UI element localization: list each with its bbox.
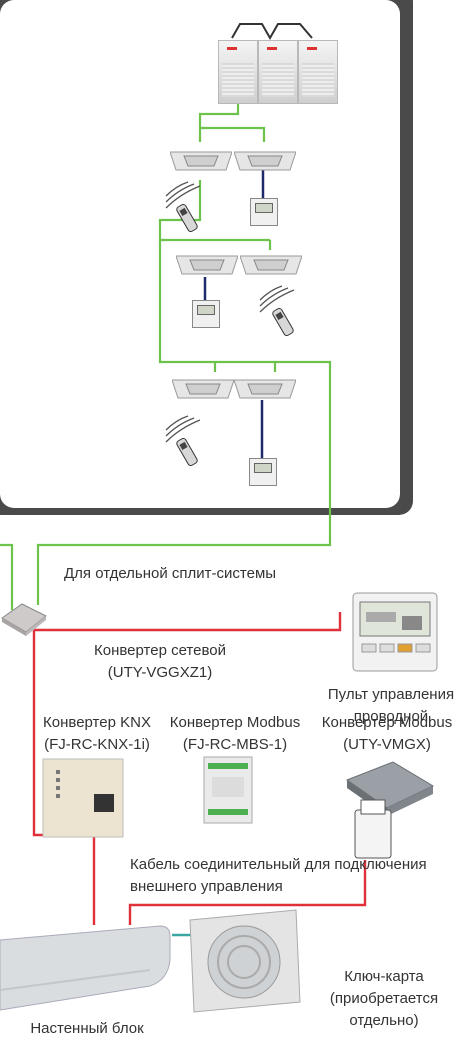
modbus-converter-1-name: Конвертер Modbus: [169, 714, 301, 731]
network-converter-label: Конвертер сетевой (UTY-VGGXZ1): [64, 640, 256, 684]
cassette-unit-icon: [240, 255, 302, 275]
wall-unit-icon: [0, 925, 171, 1011]
cable-label: Кабель соединительный для подключения вн…: [130, 854, 427, 898]
key-card-label-line3: отдельно): [349, 1012, 419, 1029]
cassette-unit-icon: [172, 379, 234, 399]
left-green-wire: [0, 543, 14, 610]
outdoor-link-wire: [231, 23, 313, 41]
cable-label-line2: внешнего управления: [130, 878, 283, 895]
key-card-label: Ключ-карта (приобретается отдельно): [324, 966, 444, 1032]
knx-converter-icon: [42, 758, 124, 838]
knx-converter-model: (FJ-RC-KNX-1i): [44, 736, 150, 753]
key-card-label-line2: (приобретается: [329, 990, 439, 1007]
cassette-unit-icon: [234, 379, 296, 399]
modbus-converter-1-model: (FJ-RC-MBS-1): [182, 736, 288, 753]
network-converter-model: (UTY-VGGXZ1): [107, 664, 213, 681]
knx-converter-label: Конвертер KNX (FJ-RC-KNX-1i): [34, 712, 160, 756]
key-card-icon: [354, 799, 392, 859]
modbus-converter-icon: [203, 756, 253, 824]
knx-converter-name: Конвертер KNX: [43, 714, 151, 731]
network-converter-icon: [1, 603, 47, 636]
outdoor-unit-icon: [258, 40, 298, 104]
outdoor-split-unit-icon: [189, 909, 301, 1013]
wired-remote-icon: [249, 458, 277, 486]
cassette-unit-icon: [170, 151, 232, 171]
split-system-label: Для отдельной сплит-системы: [64, 565, 277, 582]
outdoor-unit-icon: [218, 40, 258, 104]
cable-label-line1: Кабель соединительный для подключения: [130, 856, 427, 873]
wired-remote-label: Пульт управления проводной: [316, 684, 466, 728]
wireless-remote-icon: [176, 437, 198, 467]
wireless-wave-group: [165, 181, 295, 443]
modbus-converter-2-model: (UTY-VMGX): [343, 736, 431, 753]
modbus-converter-1-label: Конвертер Modbus (FJ-RC-MBS-1): [160, 712, 310, 756]
cassette-unit-icon: [176, 255, 238, 275]
cassette-unit-icon: [234, 151, 296, 171]
outdoor-unit-icon: [298, 40, 338, 104]
wall-unit-label: Настенный блок: [30, 1020, 144, 1037]
wireless-remote-icon: [176, 203, 198, 233]
green-network-wire: [36, 100, 332, 605]
wired-remote-icon: [192, 300, 220, 328]
network-converter-name: Конвертер сетевой: [94, 642, 226, 659]
wireless-remote-icon: [272, 307, 294, 337]
wired-remote-label-line1: Пульт управления: [327, 686, 455, 703]
wired-remote-label-line2: проводной: [353, 708, 429, 725]
modbus-converter-2-name: Конвертер Modbus: [321, 714, 453, 731]
modbus-converter-2-label: Конвертер Modbus (UTY-VMGX): [312, 712, 462, 756]
key-card-label-line1: Ключ-карта: [344, 968, 424, 985]
wired-remote-icon: [352, 592, 438, 672]
wired-remote-icon: [250, 198, 278, 226]
navy-remote-wire: [203, 170, 265, 458]
